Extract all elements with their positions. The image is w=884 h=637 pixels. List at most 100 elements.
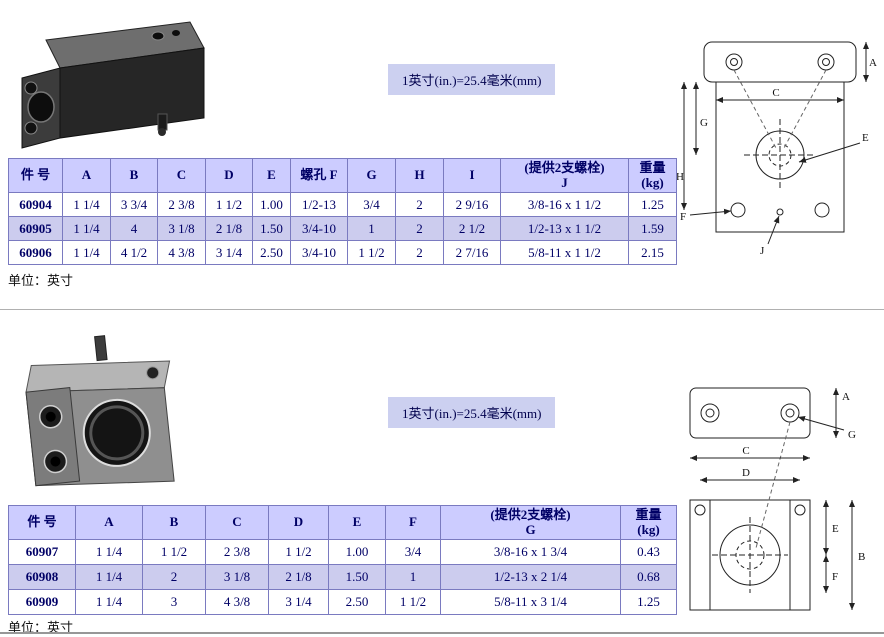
cell: 2	[395, 240, 444, 265]
dim-label-e: E	[832, 523, 839, 535]
technical-drawing-1: C A E G H F J	[676, 30, 882, 273]
col-header-g: G	[347, 158, 396, 193]
cell: 3 1/8	[157, 216, 206, 241]
dim-label-a: A	[842, 391, 850, 403]
cell: 3 3/4	[110, 192, 158, 217]
cell: 3/8-16 x 1 3/4	[440, 539, 621, 565]
col-header-a: A	[62, 158, 111, 193]
col-header-a: A	[75, 505, 143, 540]
col-header-f: F	[385, 505, 441, 540]
cell: 1.25	[620, 589, 677, 615]
table-row: 60905 1 1/4 4 3 1/8 2 1/8 1.50 3/4-10 1 …	[8, 216, 677, 241]
col-header-e: E	[252, 158, 291, 193]
cell: 3/4	[347, 192, 396, 217]
cell: 1 1/4	[75, 564, 143, 590]
cell: 60909	[8, 589, 76, 615]
cell: 1 1/2	[385, 589, 441, 615]
cell: 1/2-13	[290, 192, 348, 217]
cell: 3/4	[385, 539, 441, 565]
cell: 60908	[8, 564, 76, 590]
col-header-c: C	[205, 505, 269, 540]
col-header-j: (提供2支螺栓) J	[500, 158, 629, 193]
cell: 2 7/16	[443, 240, 501, 265]
clamp-collar-photo-icon	[25, 335, 175, 487]
dim-label-c: C	[742, 445, 749, 457]
col-header-h: H	[395, 158, 444, 193]
cell: 60906	[8, 240, 63, 265]
unit-label-2: 单位：英寸	[8, 620, 74, 635]
dim-label-d: D	[742, 467, 750, 479]
cell: 3 1/8	[205, 564, 269, 590]
table-row: 60906 1 1/4 4 1/2 4 3/8 3 1/4 2.50 3/4-1…	[8, 240, 677, 265]
dim-label-h: H	[676, 171, 684, 183]
technical-drawing-2: A G C D E F B	[676, 350, 882, 637]
table-header-row: 件 号 A B C D E F (提供2支螺栓) G 重量 (kg)	[8, 505, 677, 540]
dim-label-a: A	[869, 57, 877, 69]
cell: 5/8-11 x 3 1/4	[440, 589, 621, 615]
cell: 1.50	[328, 564, 386, 590]
dim-label-b: B	[858, 551, 865, 563]
cell: 1.59	[628, 216, 677, 241]
col-header-c: C	[157, 158, 206, 193]
cell: 3/8-16 x 1 1/2	[500, 192, 629, 217]
dim-label-j: J	[760, 245, 765, 257]
cell: 2	[395, 216, 444, 241]
cell: 2	[142, 564, 206, 590]
unit-conversion-note-2: 1英寸(in.)=25.4毫米(mm)	[388, 397, 556, 428]
cell: 1 1/4	[62, 216, 111, 241]
spec-table-1: 件 号 A B C D E 螺孔 F G H I (提供2支螺栓) J 重量 (…	[8, 158, 677, 265]
cell: 1 1/2	[347, 240, 396, 265]
cell: 1 1/4	[62, 192, 111, 217]
cell: 1 1/4	[75, 589, 143, 615]
table-row: 60908 1 1/4 2 3 1/8 2 1/8 1.50 1 1/2-13 …	[8, 564, 677, 590]
cell: 1	[385, 564, 441, 590]
col-header-b: B	[142, 505, 206, 540]
cell: 2.50	[252, 240, 291, 265]
cell: 4 3/8	[157, 240, 206, 265]
col-header-d: D	[205, 158, 253, 193]
cell: 60904	[8, 192, 63, 217]
cell: 1.50	[252, 216, 291, 241]
product-photo-1	[8, 6, 213, 159]
cell: 3	[142, 589, 206, 615]
cell: 60905	[8, 216, 63, 241]
cell: 2 3/8	[157, 192, 206, 217]
cell: 0.43	[620, 539, 677, 565]
dim-label-c: C	[772, 87, 779, 99]
dim-label-f: F	[832, 571, 838, 583]
cell: 4 3/8	[205, 589, 269, 615]
col-header-e: E	[328, 505, 386, 540]
cell: 1 1/2	[268, 539, 329, 565]
cell: 2 1/8	[268, 564, 329, 590]
cell: 3/4-10	[290, 240, 348, 265]
cell: 2.50	[328, 589, 386, 615]
col-header-g: (提供2支螺栓) G	[440, 505, 621, 540]
spec-table-2: 件 号 A B C D E F (提供2支螺栓) G 重量 (kg) 60907…	[8, 505, 677, 615]
cell: 4 1/2	[110, 240, 158, 265]
dim-label-g: G	[848, 429, 856, 441]
section-divider	[0, 309, 884, 310]
cell: 2.15	[628, 240, 677, 265]
table-row: 60907 1 1/4 1 1/2 2 3/8 1 1/2 1.00 3/4 3…	[8, 539, 677, 565]
cell: 2	[395, 192, 444, 217]
col-header-d: D	[268, 505, 329, 540]
cell: 1.00	[328, 539, 386, 565]
dim-label-f: F	[680, 211, 686, 223]
table-header-row: 件 号 A B C D E 螺孔 F G H I (提供2支螺栓) J 重量 (…	[8, 158, 677, 193]
cell: 60907	[8, 539, 76, 565]
cell: 3 1/4	[205, 240, 253, 265]
dim-label-e: E	[862, 132, 869, 144]
cell: 2 1/8	[205, 216, 253, 241]
unit-conversion-note-1: 1英寸(in.)=25.4毫米(mm)	[388, 64, 556, 95]
cell: 1 1/4	[62, 240, 111, 265]
cell: 3/4-10	[290, 216, 348, 241]
col-header-weight: 重量 (kg)	[628, 158, 677, 193]
cell: 0.68	[620, 564, 677, 590]
clamp-block-photo-icon	[21, 21, 205, 149]
col-header-part-no: 件 号	[8, 505, 76, 540]
dim-label-g: G	[700, 117, 708, 129]
cell: 2 9/16	[443, 192, 501, 217]
cell: 5/8-11 x 1 1/2	[500, 240, 629, 265]
cell: 1 1/4	[75, 539, 143, 565]
